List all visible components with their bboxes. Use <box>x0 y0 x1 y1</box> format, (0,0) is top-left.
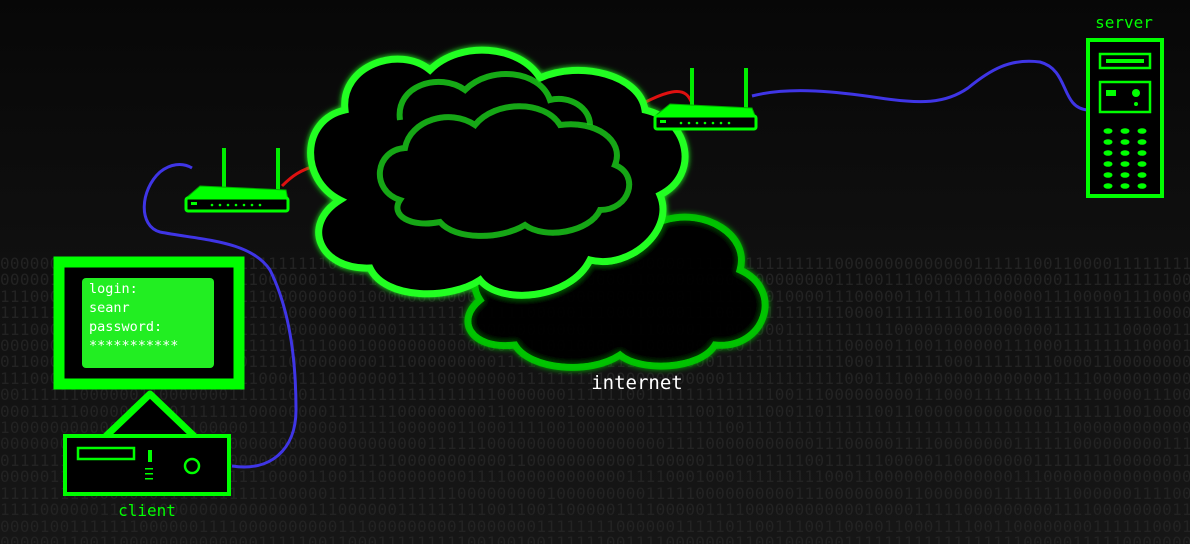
server-label: server <box>1095 13 1153 32</box>
screen-text: login: seanr password: *********** <box>89 281 178 354</box>
client-label: client <box>118 501 176 520</box>
server-vent-dot <box>1120 150 1130 156</box>
server-vent-dot <box>1137 161 1147 167</box>
server-vent-dot <box>1103 183 1113 189</box>
blue-cable-client-router <box>142 163 298 469</box>
server-vent-dot <box>1137 128 1147 134</box>
server-power-button <box>1132 89 1140 97</box>
client-computer <box>53 256 245 496</box>
server-panel-display <box>1106 90 1116 96</box>
router-right-leds <box>660 120 731 125</box>
server-vent-dot <box>1103 150 1113 156</box>
server-vent-dot <box>1137 150 1147 156</box>
desktop-led <box>148 450 152 462</box>
desktop-power-button <box>183 457 201 475</box>
server-vents <box>1103 128 1147 189</box>
server-vent-dot <box>1103 172 1113 178</box>
server-vent-dot <box>1103 139 1113 145</box>
desktop-drive <box>76 446 136 461</box>
cloud-top-lobe <box>396 71 593 126</box>
desktop-vent-3 <box>145 478 153 480</box>
server-drive-slot <box>1106 59 1144 63</box>
router-right <box>653 68 758 131</box>
monitor-screen <box>82 278 214 368</box>
server-panel-led <box>1134 102 1138 106</box>
server-vent-dot <box>1103 161 1113 167</box>
server-vent-dot <box>1120 161 1130 167</box>
server-vent-dot <box>1120 172 1130 178</box>
server <box>1086 38 1164 198</box>
server-vent-dot <box>1103 128 1113 134</box>
desktop-vent-2 <box>145 473 153 475</box>
screen-line: password: <box>89 319 162 335</box>
internet-cloud <box>307 46 769 371</box>
server-vent-dot <box>1120 128 1130 134</box>
internet-label: internet <box>591 372 683 394</box>
server-vent-dot <box>1137 183 1147 189</box>
desktop-vent-1 <box>145 468 153 470</box>
screen-line: seanr <box>89 300 130 316</box>
server-vent-dot <box>1120 139 1130 145</box>
monitor-stand <box>100 390 200 442</box>
cloud-main <box>307 46 689 299</box>
server-vent-dot <box>1137 139 1147 145</box>
screen-line: login: <box>89 281 138 297</box>
server-panel <box>1098 80 1152 114</box>
server-vent-dot <box>1137 172 1147 178</box>
blue-cable-router-server <box>751 59 1089 112</box>
desktop-case <box>63 434 231 496</box>
router-left-leds <box>191 202 262 207</box>
screen-line: *********** <box>89 338 178 354</box>
server-vent-dot <box>1120 183 1130 189</box>
router-left <box>184 148 290 213</box>
cloud-inner <box>376 103 633 239</box>
